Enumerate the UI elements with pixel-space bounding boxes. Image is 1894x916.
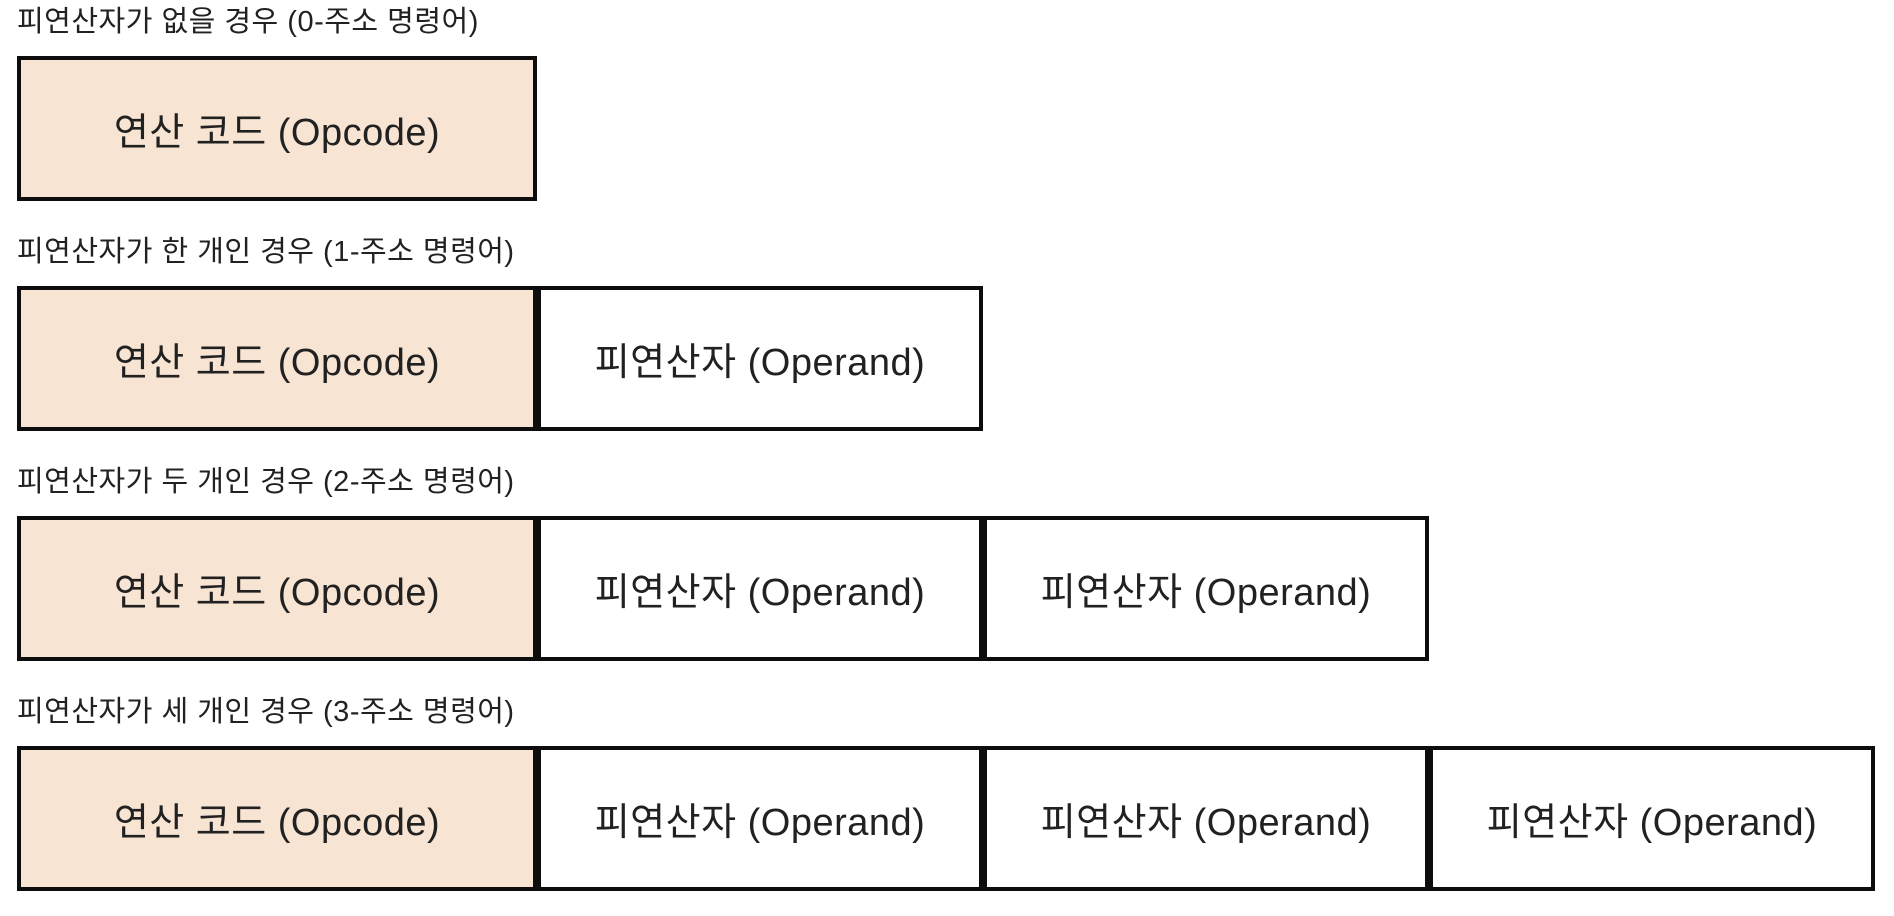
instruction-row: 연산 코드 (Opcode) 피연산자 (Operand) (17, 286, 1894, 431)
opcode-cell: 연산 코드 (Opcode) (17, 516, 537, 661)
section-title: 피연산자가 두 개인 경우 (2-주소 명령어) (17, 466, 515, 498)
opcode-cell: 연산 코드 (Opcode) (17, 286, 537, 431)
opcode-cell: 연산 코드 (Opcode) (17, 746, 537, 891)
section-title: 피연산자가 한 개인 경우 (1-주소 명령어) (17, 236, 515, 268)
format-section-3-address: 피연산자가 세 개인 경우 (3-주소 명령어) 연산 코드 (Opcode) … (17, 694, 1894, 891)
format-section-1-address: 피연산자가 한 개인 경우 (1-주소 명령어) 연산 코드 (Opcode) … (17, 234, 1894, 431)
operand-cell: 피연산자 (Operand) (537, 746, 983, 891)
operand-cell: 피연산자 (Operand) (1429, 746, 1875, 891)
instruction-row: 연산 코드 (Opcode) 피연산자 (Operand) 피연산자 (Oper… (17, 746, 1894, 891)
instruction-format-diagram: 피연산자가 없을 경우 (0-주소 명령어) 연산 코드 (Opcode) 피연… (17, 4, 1894, 891)
operand-cell: 피연산자 (Operand) (983, 516, 1429, 661)
section-title: 피연산자가 세 개인 경우 (3-주소 명령어) (17, 696, 515, 728)
format-section-2-address: 피연산자가 두 개인 경우 (2-주소 명령어) 연산 코드 (Opcode) … (17, 464, 1894, 661)
section-title: 피연산자가 없을 경우 (0-주소 명령어) (17, 6, 479, 38)
opcode-cell: 연산 코드 (Opcode) (17, 56, 537, 201)
instruction-row: 연산 코드 (Opcode) (17, 56, 1894, 201)
instruction-row: 연산 코드 (Opcode) 피연산자 (Operand) 피연산자 (Oper… (17, 516, 1894, 661)
format-section-0-address: 피연산자가 없을 경우 (0-주소 명령어) 연산 코드 (Opcode) (17, 4, 1894, 201)
operand-cell: 피연산자 (Operand) (537, 286, 983, 431)
operand-cell: 피연산자 (Operand) (983, 746, 1429, 891)
operand-cell: 피연산자 (Operand) (537, 516, 983, 661)
